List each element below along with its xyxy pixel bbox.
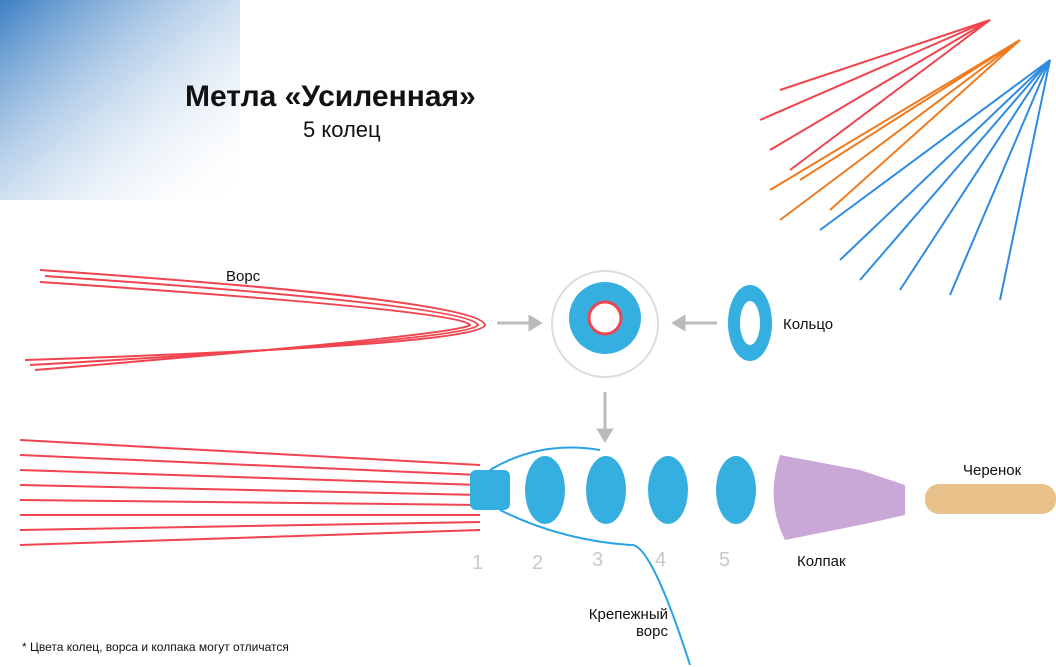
label-cap: Колпак bbox=[797, 553, 846, 570]
fastening-bristle-line bbox=[489, 446, 691, 666]
label-fastening-line1: Крепежный bbox=[588, 606, 668, 623]
label-fastening-line2: ворс bbox=[636, 623, 668, 640]
ring-single bbox=[728, 285, 772, 361]
handle-shape bbox=[925, 484, 1056, 514]
ring-number: 4 bbox=[655, 549, 667, 571]
label-bristle: Ворс bbox=[226, 268, 261, 285]
page-title: Метла «Усиленная» bbox=[185, 80, 476, 113]
rings-sequence bbox=[470, 456, 756, 524]
arrows bbox=[497, 314, 717, 443]
footnote: * Цвета колец, ворса и колпака могут отл… bbox=[22, 640, 289, 654]
bristle-bundle-assembled bbox=[19, 439, 481, 546]
product-photo-brooms bbox=[759, 19, 1051, 301]
corner-photo bbox=[0, 0, 240, 200]
label-ring: Кольцо bbox=[783, 316, 834, 333]
label-fastening-bristle: Крепежный ворс bbox=[576, 606, 668, 640]
ring-number: 2 bbox=[532, 552, 544, 574]
ring-number: 1 bbox=[472, 552, 484, 574]
cap-shape bbox=[773, 455, 905, 540]
bristle-bundle-folded bbox=[24, 269, 487, 371]
page-subtitle: 5 колец bbox=[303, 117, 381, 142]
ring-number: 5 bbox=[719, 549, 731, 571]
ring-number: 3 bbox=[592, 549, 604, 571]
label-handle: Черенок bbox=[963, 462, 1022, 479]
